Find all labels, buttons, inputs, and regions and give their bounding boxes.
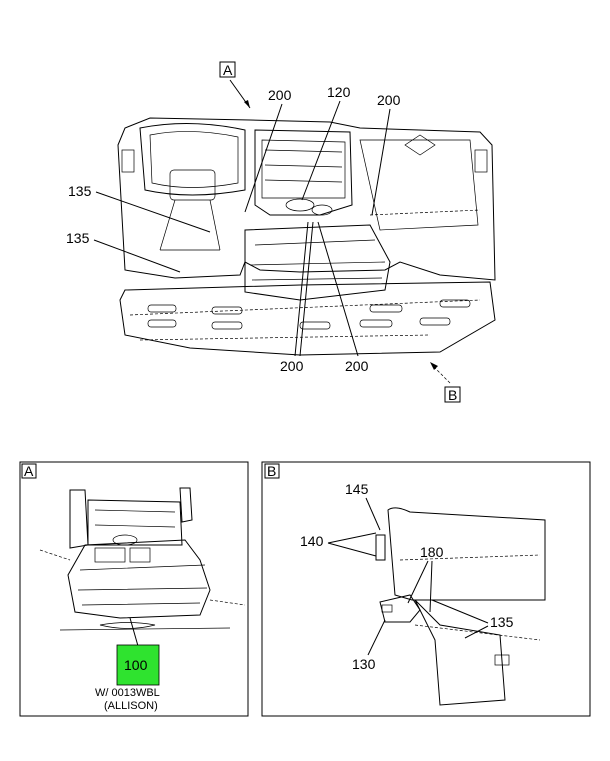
detail-b-frame <box>261 461 591 717</box>
detail-b-panel: B 145 140 180 135 130 <box>261 461 591 717</box>
detail-b-tag: B <box>267 463 276 479</box>
detail-a-tag-box <box>21 463 37 479</box>
detail-b-side-panel-drawing <box>375 507 546 706</box>
cab-floor-outline <box>119 281 496 356</box>
view-b-tag: B <box>448 387 457 403</box>
detail-a-highlight-box <box>116 644 160 686</box>
callout-100: 100 <box>124 657 148 673</box>
cup-holder <box>285 198 315 212</box>
detail-a-tag: A <box>24 463 34 479</box>
view-a-tag-box <box>219 61 236 78</box>
detail-a-panel: A 100 W/ 0013WBL (ALLISON) <box>19 461 249 717</box>
detail-a-cup-holder <box>112 534 138 546</box>
callout-140: 140 <box>300 533 324 549</box>
callout-135: 135 <box>490 614 514 630</box>
callout-200-top-right: 200 <box>377 92 401 108</box>
callout-130: 130 <box>352 656 376 672</box>
detail-a-note-line1: W/ 0013WBL <box>95 687 160 699</box>
detail-a-console-drawing <box>39 487 246 631</box>
callout-180: 180 <box>420 544 444 560</box>
callout-135-upper: 135 <box>68 183 92 199</box>
brand-emblem <box>404 134 436 156</box>
callout-145: 145 <box>345 481 369 497</box>
callout-135-lower: 135 <box>66 230 90 246</box>
callout-200-bottom-right: 200 <box>345 358 369 374</box>
view-b-tag-box <box>444 386 461 403</box>
main-view: A B 200 120 200 135 135 200 200 <box>66 61 496 403</box>
dashboard-outline <box>117 117 496 281</box>
detail-b-bracket <box>379 594 421 623</box>
detail-a-frame <box>19 461 249 717</box>
callout-200-top-left: 200 <box>268 87 292 103</box>
center-stack <box>254 129 353 216</box>
view-a-tag: A <box>223 62 233 78</box>
lower-console <box>244 224 391 301</box>
callout-200-bottom-left: 200 <box>280 358 304 374</box>
callout-120: 120 <box>327 84 351 100</box>
detail-b-tag-box <box>264 463 280 479</box>
detail-b-clip <box>375 534 386 561</box>
detail-a-note-line2: (ALLISON) <box>104 700 158 712</box>
steering-column <box>169 169 216 201</box>
instrument-cluster <box>139 122 246 196</box>
passenger-dash-panel <box>359 139 479 231</box>
